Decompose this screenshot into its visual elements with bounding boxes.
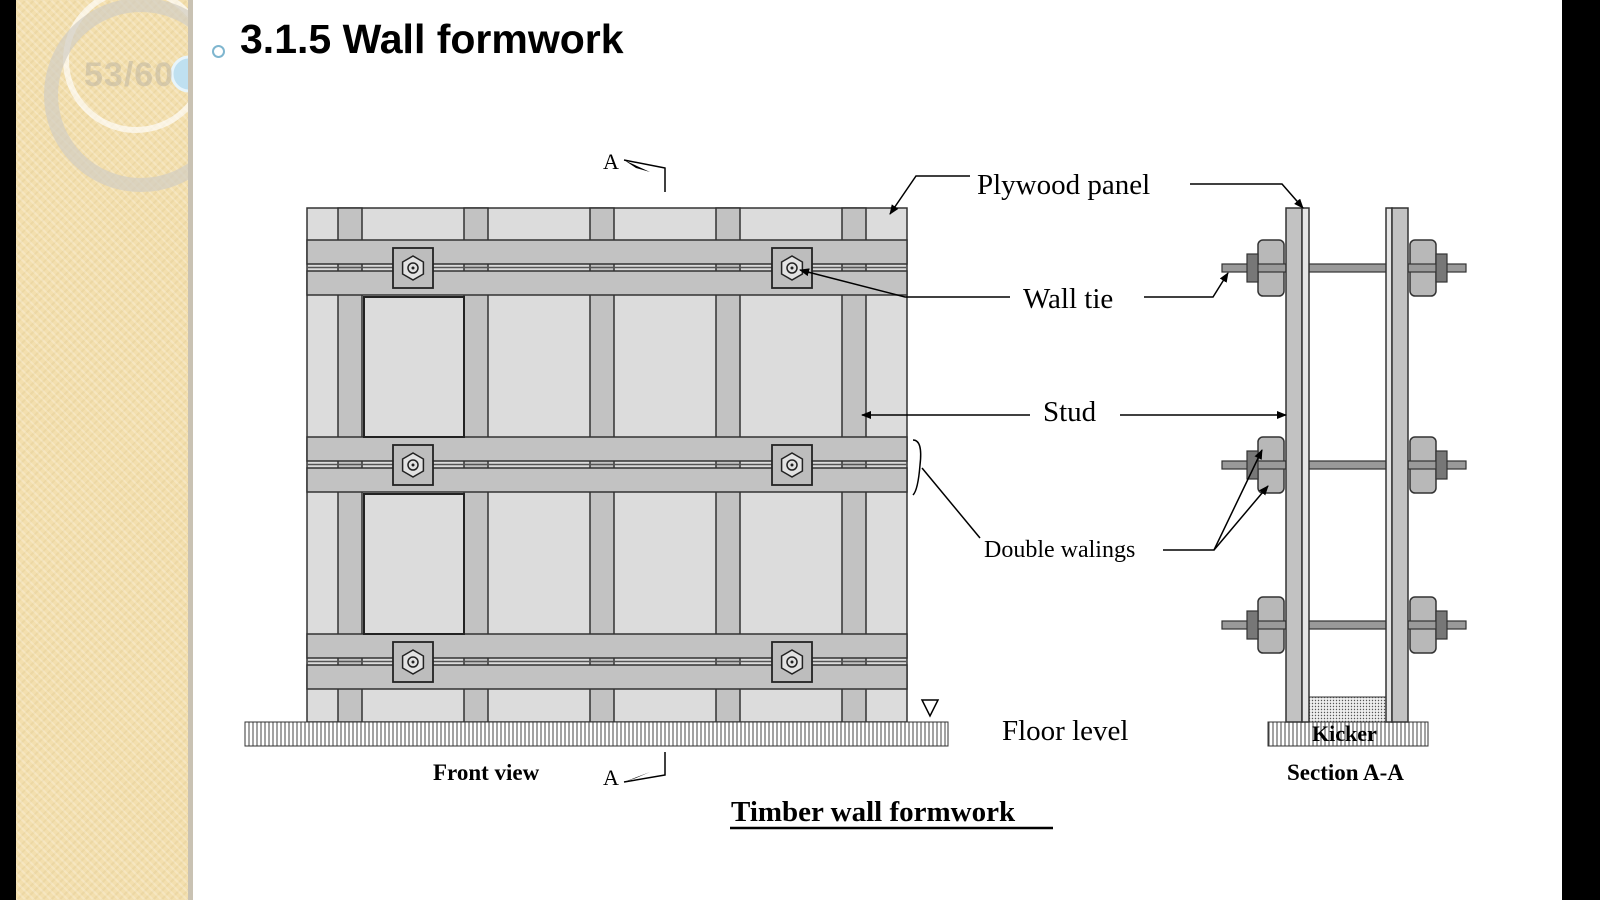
- left-letterbox: [0, 0, 16, 900]
- plywood-leader-left: [889, 175, 970, 215]
- wall-tie-icon: [392, 641, 434, 683]
- section-marker-bottom: [623, 752, 666, 783]
- wall-tie-icon: [392, 444, 434, 486]
- plywood-panel-label: Plywood panel: [977, 169, 1150, 201]
- walings-leader-right-b: [1213, 485, 1269, 551]
- section-tie-assembly: [1221, 436, 1467, 494]
- wall-tie-label: Wall tie: [1023, 283, 1113, 315]
- section-plywood-right: [1385, 207, 1393, 723]
- decorative-rings: [44, 0, 188, 192]
- wall-tie-icon: [771, 444, 813, 486]
- wall-tie-leader-left: [799, 268, 1010, 298]
- annotations: Plywood panel Wall tie Stud Double walin…: [799, 169, 1304, 747]
- section-mark-bottom: A: [603, 765, 619, 790]
- title-bullet-icon: [212, 45, 225, 58]
- wall-tie-icon: [392, 247, 434, 289]
- plywood-leader-right: [1190, 183, 1304, 209]
- double-walings-label: Double walings: [984, 537, 1135, 563]
- section-stud-right: [1391, 207, 1409, 723]
- front-view: A A Front view: [244, 149, 949, 790]
- stud-label: Stud: [1043, 396, 1097, 428]
- section-aa-label: Section A-A: [1287, 760, 1404, 785]
- panel-window: [363, 296, 465, 438]
- floor-level-icon: [920, 699, 940, 718]
- floor-hatch: [244, 721, 949, 747]
- section-stud-left: [1285, 207, 1303, 723]
- wall-ties: [392, 247, 813, 683]
- wall-tie-icon: [771, 641, 813, 683]
- section-view: Kicker Section A-A: [1221, 207, 1467, 785]
- ring-outer: [63, 0, 188, 133]
- section-wall-ties: [1221, 239, 1467, 654]
- wall-tie-leader-right: [1144, 272, 1229, 298]
- front-view-label: Front view: [433, 760, 540, 785]
- wall-tie-icon: [771, 247, 813, 289]
- bubble-dot: [170, 55, 188, 93]
- right-letterbox: [1562, 0, 1600, 900]
- section-plywood-left: [1301, 207, 1310, 723]
- side-panel: 53/60: [16, 0, 193, 900]
- slide-counter: 53/60: [84, 56, 175, 94]
- kicker-label: Kicker: [1312, 721, 1377, 746]
- section-tie-assembly: [1221, 239, 1467, 297]
- ring-inner: [44, 0, 188, 192]
- section-marker-top: [623, 159, 666, 192]
- walings-leader-left: [921, 467, 981, 539]
- section-mark-top: A: [603, 149, 619, 174]
- page-title: 3.1.5 Wall formwork: [240, 16, 624, 62]
- kicker: [1305, 696, 1389, 723]
- floor-level-label: Floor level: [1002, 715, 1128, 747]
- walings-brace: [912, 439, 922, 496]
- panel-window: [363, 493, 465, 635]
- diagram-caption: Timber wall formwork: [731, 796, 1016, 828]
- section-tie-assembly: [1221, 596, 1467, 654]
